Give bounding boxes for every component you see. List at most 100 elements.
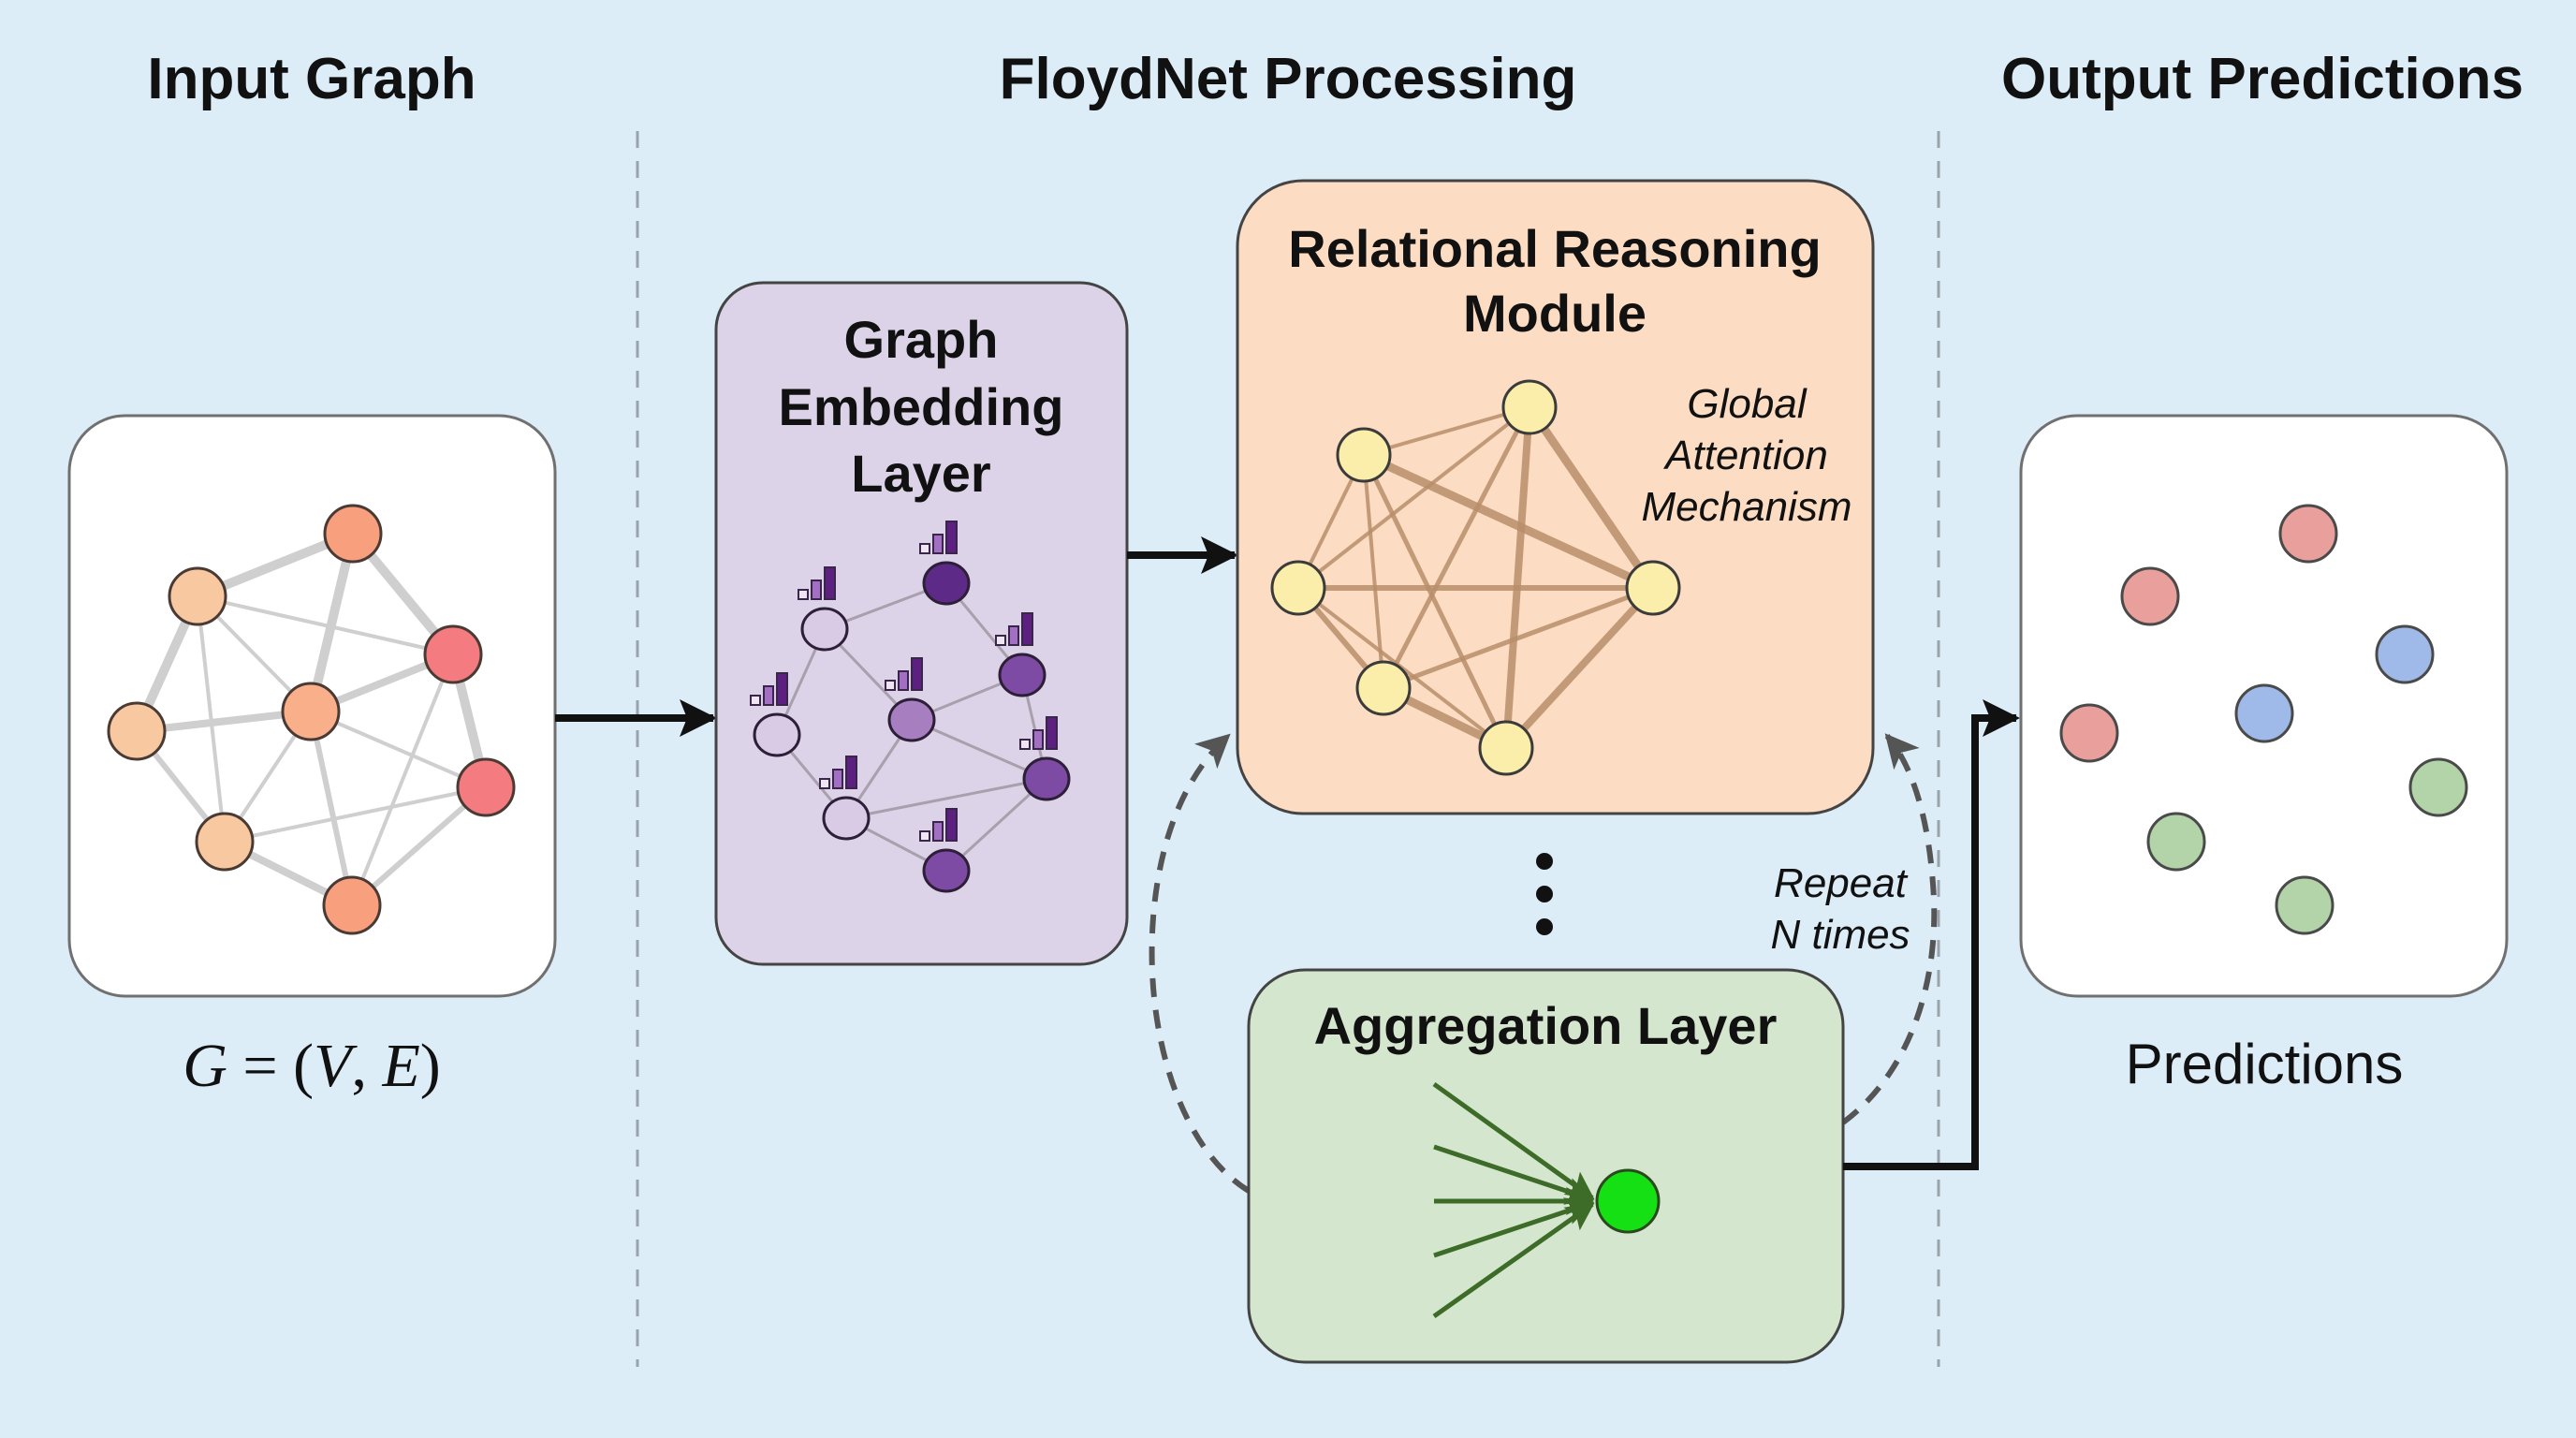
embedding-node: [998, 653, 1046, 697]
ellipsis-dot: [1536, 918, 1553, 935]
section-title-processing: FloydNet Processing: [1000, 47, 1577, 111]
formula-g: G: [183, 1032, 227, 1100]
attention-edge: [1503, 585, 1656, 751]
input-node: [322, 875, 382, 935]
feature-bar-icon: [1021, 612, 1033, 646]
input-edge: [308, 711, 355, 906]
feature-bar-icon: [945, 521, 958, 554]
graph-formula: G = (V, E): [183, 1032, 441, 1100]
attention-edge: [1502, 406, 1533, 749]
feature-bar-icon: [945, 808, 958, 842]
repeat-loop-left-arrow: [1149, 733, 1251, 1194]
embedding-graph-nodes: [750, 521, 1071, 893]
embedding-node: [1022, 756, 1071, 801]
prediction-node-blue: [2234, 683, 2294, 743]
attention-node: [1501, 379, 1558, 435]
embedding-title-line-1: Graph: [844, 310, 999, 369]
formula-e: E: [381, 1032, 419, 1100]
feature-bar-icon: [885, 680, 896, 691]
input-edge: [350, 785, 488, 908]
repeat-label-line-1: Repeat: [1774, 860, 1909, 906]
feature-bar-icon: [919, 543, 930, 554]
repeat-label-line-2: N times: [1770, 912, 1910, 958]
embedding-title-line-2: Embedding: [779, 377, 1064, 436]
ellipsis-dot: [1536, 853, 1553, 870]
input-graph-nodes: [107, 504, 516, 935]
relational-title-line-1: Relational Reasoning: [1288, 219, 1821, 278]
attention-edge: [1381, 405, 1532, 690]
predictions-caption: Predictions: [2126, 1033, 2404, 1095]
feature-bar-icon: [798, 589, 809, 600]
feature-bar-icon: [832, 769, 843, 789]
feature-bar-icon: [763, 685, 774, 706]
attention-edge: [1361, 453, 1509, 750]
ellipsis-dot: [1536, 886, 1553, 902]
feature-bar-icon: [1032, 729, 1044, 750]
feature-bar-icon: [911, 657, 923, 691]
prediction-nodes: [2059, 504, 2468, 935]
relational-module-box: [1236, 179, 1875, 815]
section-title-input: Input Graph: [147, 47, 476, 111]
input-node: [423, 624, 483, 684]
input-edge: [197, 594, 454, 656]
attention-edge: [1362, 450, 1655, 593]
aggregation-title: Aggregation Layer: [1314, 996, 1778, 1055]
feature-bar-icon: [932, 534, 944, 554]
relational-reasoning-module: Relational Reasoning Module Global Atten…: [1236, 179, 1875, 815]
attention-node: [1270, 560, 1326, 616]
input-edge: [350, 653, 455, 906]
feature-bar-icon: [898, 670, 909, 691]
embedding-layer-box: [714, 281, 1129, 966]
feature-bar-icon: [1046, 716, 1058, 750]
attention-edge: [1526, 404, 1657, 591]
embedding-layer-module: Graph Embedding Layer: [714, 281, 1129, 966]
formula-eq: = (: [227, 1032, 314, 1100]
feature-bar-icon: [819, 778, 830, 789]
input-node: [281, 682, 341, 741]
arrow-aggregation-to-predictions: [1843, 699, 2020, 1170]
embedding-node: [822, 796, 871, 841]
input-edge: [224, 785, 487, 844]
embedding-node: [922, 561, 971, 606]
input-node: [456, 757, 516, 817]
attention-node: [1478, 720, 1534, 776]
feature-bar-icon: [1019, 739, 1031, 750]
attention-edge: [1383, 585, 1654, 691]
predictions-panel: [2019, 414, 2509, 998]
aggregation-layer-module: Aggregation Layer: [1247, 968, 1845, 1364]
attention-edge: [1296, 405, 1531, 590]
prediction-node-green: [2408, 757, 2468, 817]
prediction-node-red: [2278, 504, 2338, 564]
input-node: [107, 701, 167, 761]
feature-bar-icon: [995, 635, 1006, 646]
embedding-edge: [845, 777, 1047, 820]
attention-label-line-1: Global: [1687, 381, 1807, 427]
repeat-ellipsis: [1536, 853, 1553, 935]
formula-comma: ,: [351, 1032, 382, 1100]
prediction-node-blue: [2375, 624, 2435, 684]
feature-bar-icon: [776, 672, 788, 706]
formula-v: V: [314, 1032, 358, 1100]
prediction-node-red: [2059, 703, 2119, 763]
embedding-node: [887, 697, 936, 742]
prediction-node-green: [2146, 812, 2206, 872]
feature-bar-icon: [811, 580, 822, 600]
attention-label-line-2: Attention: [1662, 433, 1828, 478]
aggregation-input-arrow: [1433, 1144, 1595, 1205]
prediction-node-green: [2275, 875, 2334, 935]
feature-bar-icon: [919, 830, 930, 842]
attention-node: [1625, 560, 1681, 616]
relational-title-line-2: Module: [1463, 284, 1647, 343]
feature-bar-icon: [1008, 625, 1019, 646]
input-edge: [310, 710, 487, 789]
embedding-node: [800, 607, 849, 652]
attention-nodes: [1270, 379, 1681, 776]
aggregation-input-arrows: [1432, 1081, 1595, 1319]
embedding-node: [753, 712, 801, 757]
prediction-node-red: [2120, 566, 2180, 626]
input-edge: [306, 532, 358, 713]
feature-bar-icon: [845, 756, 857, 789]
input-node: [168, 566, 227, 626]
formula-close: ): [420, 1032, 441, 1100]
